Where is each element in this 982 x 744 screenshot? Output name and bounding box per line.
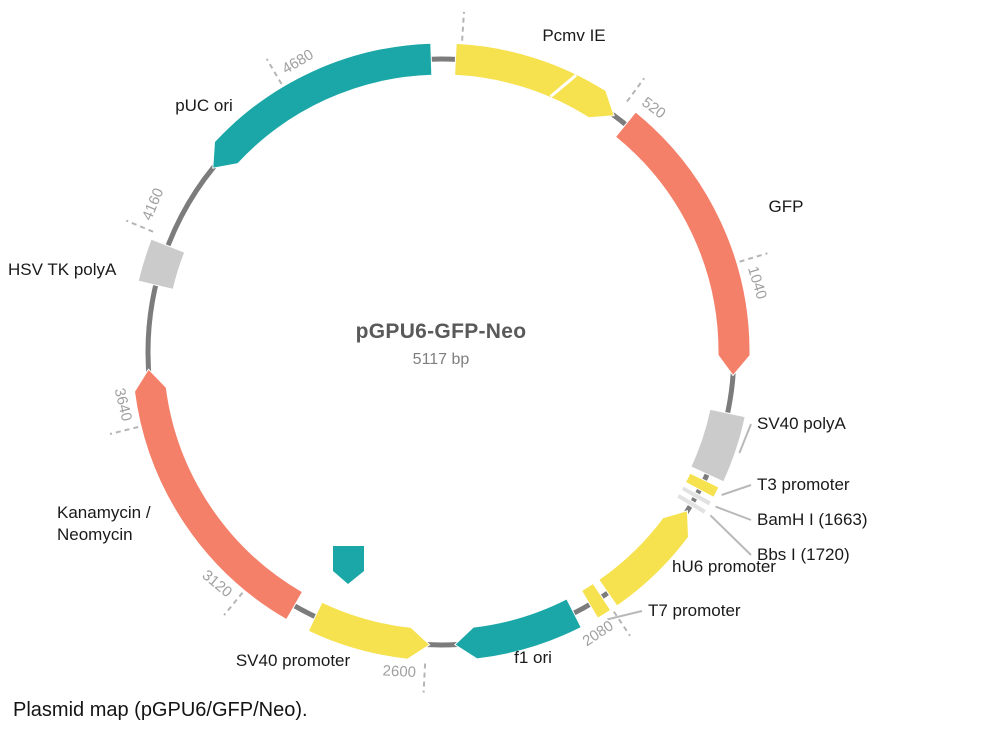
tick-mark-4680: [265, 58, 283, 85]
pentagon-marker: [333, 546, 364, 584]
leader-line-t7-promoter: [607, 610, 643, 621]
label-sv40-polya: SV40 polyA: [757, 414, 846, 433]
feature-arc-bamh-i-site: [680, 485, 713, 507]
label-bamh-i-1663: BamH I (1663): [757, 510, 868, 529]
label-hsv-tk-polya: HSV TK polyA: [8, 260, 117, 279]
feature-arc-puc-ori: [212, 42, 433, 169]
label-f1-ori: f1 ori: [514, 648, 552, 667]
tick-mark-4160: [125, 219, 154, 233]
label-hu6-promoter: hU6 promoter: [672, 557, 776, 576]
label-sv40-promoter: SV40 promoter: [236, 651, 351, 670]
feature-arc-hsv-tk-polya: [137, 238, 186, 290]
leader-line-bamh-i-1663: [715, 505, 752, 521]
label-t7-promoter: T7 promoter: [648, 601, 741, 620]
tick-mark-origin: [461, 11, 465, 41]
feature-arc-hu6-promoter: [598, 509, 690, 607]
tick-mark-3120: [223, 592, 244, 616]
tick-mark-520: [626, 77, 646, 103]
feature-arc-gfp: [614, 111, 751, 377]
tick-label-1040: 1040: [744, 264, 770, 301]
label-neomycin: Neomycin: [57, 525, 133, 544]
feature-arc-kanamycin-neomycin: [133, 368, 304, 621]
leader-line-bbs-i-1720: [709, 514, 752, 556]
tick-label-2080: 2080: [580, 617, 617, 650]
feature-arc-t7-promoter: [580, 582, 612, 619]
figure-caption: Plasmid map (pGPU6/GFP/Neo).: [13, 699, 308, 721]
tick-mark-1040: [739, 252, 768, 263]
leader-line-t3-promoter: [721, 484, 752, 496]
feature-seam-pcmv-ie: [549, 74, 578, 98]
feature-arc-sv40-promoter: [307, 601, 431, 660]
feature-arc-f1-ori: [453, 598, 582, 660]
tick-label-4160: 4160: [139, 186, 168, 223]
feature-arc-sv40-polya: [690, 408, 746, 483]
label-pcmv-ie: Pcmv IE: [542, 26, 605, 45]
feature-arc-bbs-i-site: [675, 492, 708, 516]
tick-mark-3640: [109, 426, 139, 435]
label-t3-promoter: T3 promoter: [757, 475, 850, 494]
tick-label-3640: 3640: [111, 386, 136, 422]
label-puc-ori: pUC ori: [175, 96, 233, 115]
leader-line-sv40-polya: [738, 423, 752, 454]
feature-arc-pcmv-ie: [454, 42, 615, 119]
tick-mark-2600: [422, 663, 427, 693]
tick-mark-2080: [613, 611, 631, 637]
label-gfp: GFP: [769, 197, 804, 216]
feature-arc-t3-promoter: [684, 472, 720, 498]
label-bbs-i-1720: Bbs I (1720): [757, 545, 850, 564]
label-kanamycin: Kanamycin /: [57, 503, 151, 522]
tick-label-2600: 2600: [382, 662, 416, 681]
